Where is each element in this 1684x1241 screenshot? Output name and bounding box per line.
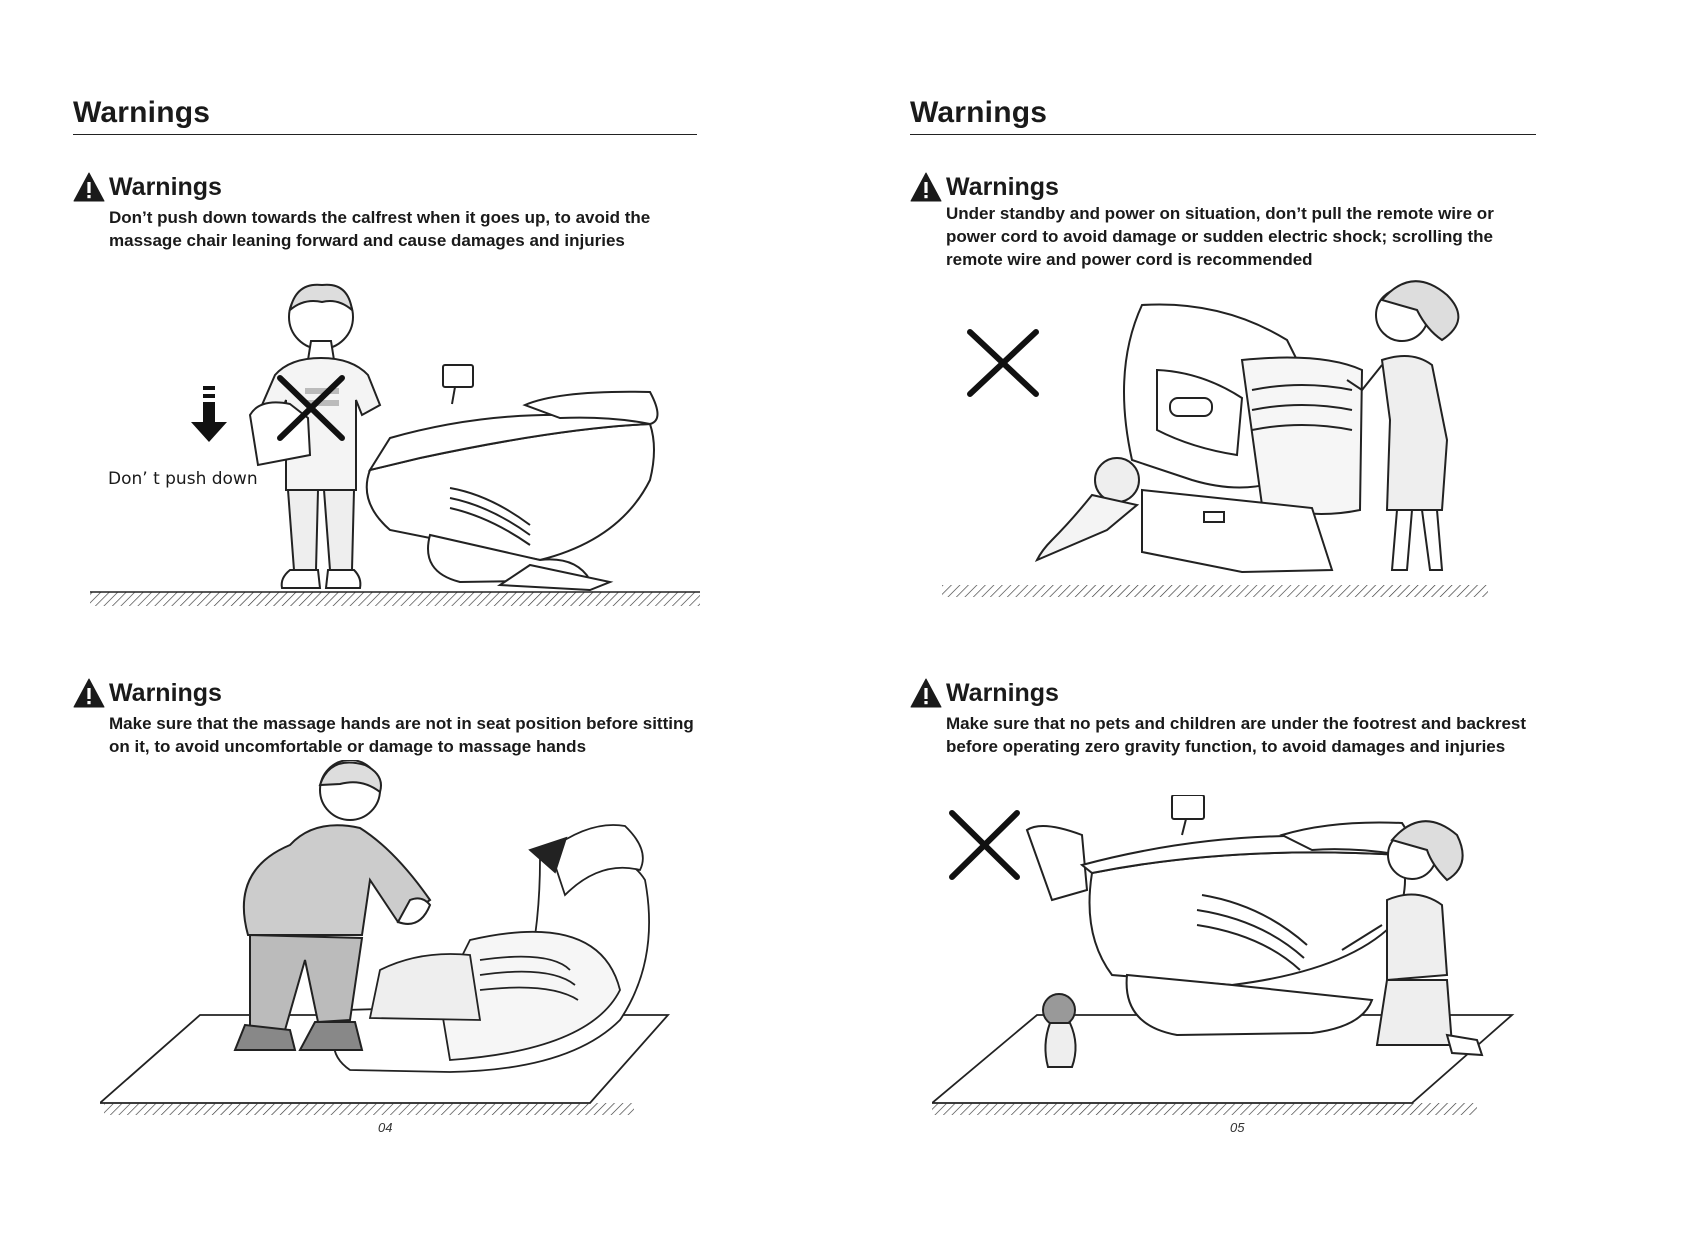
warning-heading: Warnings (109, 172, 222, 201)
massage-chair (248, 364, 659, 592)
prohibited-x-icon (967, 329, 1039, 397)
warning-triangle-icon (73, 678, 105, 708)
illustration-massage-hands (100, 760, 671, 1115)
massage-chair (1123, 303, 1364, 574)
warning-text: Make sure that no pets and children are … (946, 714, 1527, 756)
prohibited-x-icon (277, 375, 345, 441)
person-figure (1346, 280, 1460, 571)
page-number: 04 (378, 1120, 393, 1135)
prohibited-x-icon (949, 810, 1020, 880)
warning-text: Make sure that the massage hands are not… (109, 714, 694, 756)
warning-text: Don’t push down towards the calfrest whe… (109, 208, 651, 250)
warning-calfrest: Warnings Don’t push down towards the cal… (73, 170, 650, 252)
dog-figure (1042, 993, 1077, 1068)
baby-figure (1034, 457, 1140, 562)
massage-chair (1025, 795, 1411, 1037)
massage-chair (332, 824, 650, 1073)
warning-triangle-icon (910, 678, 942, 708)
page-right: Warnings Warnings Under standby and powe… (842, 0, 1684, 1241)
floor-hatch (942, 585, 1488, 597)
person-figure (1341, 820, 1484, 1057)
page-title: Warnings (910, 96, 1536, 135)
floor-hatch (90, 592, 700, 606)
warning-heading: Warnings (946, 678, 1059, 707)
illustration-power-cord (942, 280, 1488, 597)
warning-massage-hands: Warnings Make sure that the massage hand… (73, 676, 694, 758)
warning-heading: Warnings (109, 678, 222, 707)
warning-power-cord: Warnings Under standby and power on situ… (910, 170, 1494, 271)
warning-triangle-icon (910, 172, 942, 202)
page-number: 05 (1230, 1120, 1245, 1135)
person-figure (233, 760, 432, 1051)
illustration-label: Don’ t push down (108, 469, 258, 489)
page-left: Warnings Warnings Don’t push down toward… (73, 96, 700, 1135)
warning-text: Under standby and power on situation, do… (946, 204, 1494, 269)
down-arrow-icon (191, 386, 227, 442)
warning-triangle-icon (73, 172, 105, 202)
page-title: Warnings (73, 96, 697, 135)
illustration-calfrest: Don’ t push down (90, 283, 700, 606)
illustration-pets-children (932, 795, 1515, 1115)
warning-heading: Warnings (946, 172, 1059, 201)
warning-pets-children: Warnings Make sure that no pets and chil… (910, 676, 1526, 758)
